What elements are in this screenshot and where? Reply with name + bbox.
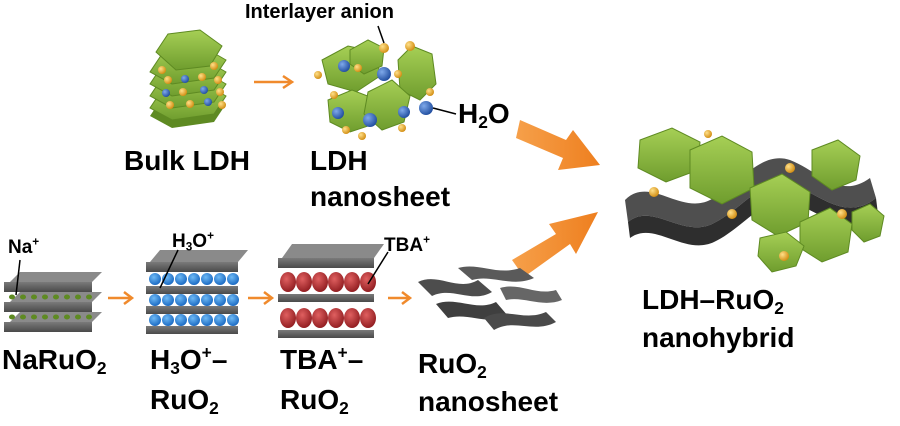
tba-ruo2-label-line1: TBA+– (280, 342, 364, 375)
intercalated-ion (162, 314, 174, 326)
ldh-nanosheet-label-line1: LDH (310, 145, 368, 176)
intercalated-ion (64, 294, 70, 300)
intercalated-ion (42, 314, 48, 320)
intercalated-ion (31, 294, 37, 300)
intercalated-ion (296, 272, 312, 292)
intercalated-ion (175, 314, 187, 326)
intercalated-ion (280, 272, 296, 292)
ruo2-nanosheet-label-line1: RuO2 (418, 348, 487, 382)
intercalated-ion (86, 294, 92, 300)
nanohybrid-label-line2: nanohybrid (642, 322, 795, 353)
intercalated-ion (214, 273, 226, 285)
na-ion-layer (9, 294, 92, 320)
intercalated-ion (328, 308, 344, 328)
na-plus-label: Na+ (8, 235, 40, 258)
intercalated-ion (42, 294, 48, 300)
intercalated-ion (75, 294, 81, 300)
arrow-tba-intercalation (248, 291, 275, 305)
arrow-exfoliation-ldh (254, 74, 295, 90)
tba-ruo2-label-line2: RuO2 (280, 384, 349, 418)
arrow-proton-exchange (108, 291, 135, 305)
arrow-ldh-to-hybrid (516, 120, 600, 170)
nanohybrid-anions (649, 130, 847, 261)
intercalated-ion (296, 308, 312, 328)
intercalated-ion (214, 294, 226, 306)
tba-ruo2-stack (278, 244, 384, 338)
intercalated-ion (188, 314, 200, 326)
bulk-ldh-stack (149, 29, 227, 128)
intercalated-ion (149, 314, 161, 326)
tba-plus-label: TBA+ (384, 233, 430, 256)
intercalated-ion (188, 273, 200, 285)
h3o-ruo2-label-line1: H3O+– (150, 342, 228, 378)
ldh-nanosheet-label-line2: nanosheet (310, 181, 451, 212)
interlayer-anion-label: Interlayer anion (245, 1, 394, 23)
naruo2-stack (4, 272, 102, 332)
intercalated-ion (175, 294, 187, 306)
intercalated-ion (312, 272, 328, 292)
ldh-nanosheet-cluster (314, 39, 437, 140)
nanohybrid-structure (625, 127, 885, 273)
intercalated-ion (312, 308, 328, 328)
intercalated-ion (149, 273, 161, 285)
intercalated-ion (53, 314, 59, 320)
intercalated-ion (20, 294, 26, 300)
intercalated-ion (9, 314, 15, 320)
intercalated-ion (344, 272, 360, 292)
h3o-ruo2-stack (146, 250, 248, 334)
tba-leader (367, 251, 389, 285)
intercalated-ion (280, 308, 296, 328)
intercalated-ion (201, 273, 213, 285)
intercalated-ion (75, 314, 81, 320)
bulk-ldh-label: Bulk LDH (124, 145, 250, 176)
intercalated-ion (20, 314, 26, 320)
ldh-nanosheet-ions (314, 41, 434, 140)
na-leader (15, 259, 21, 296)
intercalated-ion (328, 272, 344, 292)
h2o-label: H2O (458, 98, 510, 132)
nanohybrid-label-line1: LDH–RuO2 (642, 284, 784, 318)
h3o-ruo2-label-line2: RuO2 (150, 384, 219, 418)
h2o-leader (432, 107, 457, 115)
intercalated-ion (227, 314, 239, 326)
intercalated-ion (86, 314, 92, 320)
bulk-ldh-interlayer-ions (158, 62, 226, 109)
intercalated-ion (64, 314, 70, 320)
intercalated-ion (31, 314, 37, 320)
intercalated-ion (175, 273, 187, 285)
intercalated-ion (9, 294, 15, 300)
h3o-ion-layer (149, 273, 239, 326)
intercalated-ion (188, 294, 200, 306)
intercalated-ion (227, 294, 239, 306)
h3o-plus-label: H3O+ (172, 229, 214, 254)
ruo2-nanosheet-label-line2: nanosheet (418, 386, 559, 417)
arrow-ruo2-to-hybrid (512, 212, 598, 277)
interlayer-anion-leader (377, 25, 385, 44)
naruo2-label: NaRuO2 (2, 344, 107, 378)
arrow-exfoliation-ruo2 (388, 291, 413, 305)
intercalated-ion (149, 294, 161, 306)
intercalated-ion (201, 314, 213, 326)
tba-ion-layer (280, 272, 376, 328)
h3o-leader (159, 249, 179, 289)
ruo2-nanosheets (418, 266, 562, 330)
intercalated-ion (53, 294, 59, 300)
intercalated-ion (162, 294, 174, 306)
intercalated-ion (344, 308, 360, 328)
intercalated-ion (201, 294, 213, 306)
intercalated-ion (214, 314, 226, 326)
intercalated-ion (360, 308, 376, 328)
intercalated-ion (227, 273, 239, 285)
